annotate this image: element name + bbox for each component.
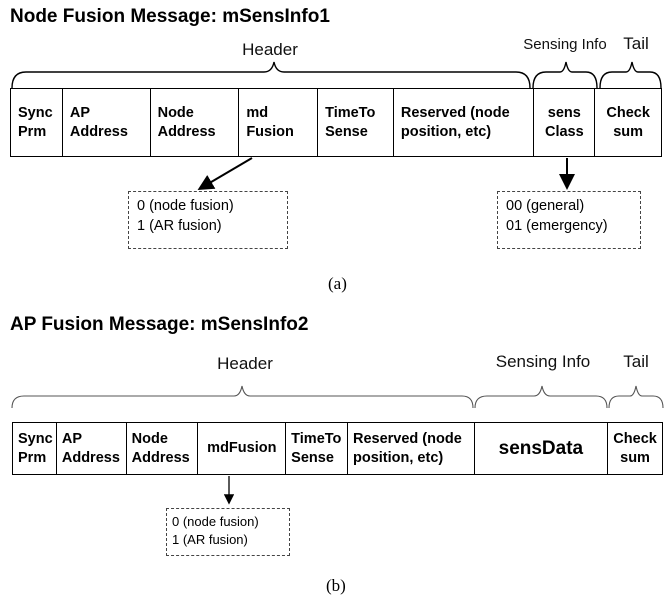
diagram-b-message-fields: Sync Prm AP Address Node Address mdFusio… (12, 422, 663, 475)
diagram-b-field-node-address: Node Address (127, 423, 199, 474)
diagram-a-field-sync-prm: Sync Prm (11, 89, 63, 156)
diagram-a-field-sens-class: sens Class (534, 89, 596, 156)
diagram-b-header-brace (11, 385, 474, 409)
diagram-b-field-md-fusion: mdFusion (198, 423, 287, 474)
diagram-a-field-md-fusion: md Fusion (239, 89, 319, 156)
diagram-a-header-brace (11, 61, 531, 89)
diagram-a-message-fields: Sync Prm AP Address Node Address md Fusi… (10, 88, 662, 157)
diagram-a-field-node-address: Node Address (151, 89, 240, 156)
diagram-a-header-label: Header (242, 40, 298, 59)
diagram-b-sensing-info-label: Sensing Info (495, 352, 591, 371)
diagram-a-field-time-to-sense: TimeTo Sense (318, 89, 394, 156)
diagram-b-tail-brace (608, 385, 664, 409)
diagram-b-field-reserved: Reserved (node position, etc) (348, 423, 475, 474)
diagram-a-sensing-brace (532, 61, 598, 89)
diagram-a-caption: (a) (328, 274, 347, 293)
diagram-b-tail-label: Tail (623, 352, 649, 371)
diagram-b-field-sens-data: sensData (475, 423, 609, 474)
diagram-a-title: Node Fusion Message: mSensInfo1 (10, 6, 330, 27)
diagram-a-sens-class-note: 00 (general) 01 (emergency) (497, 191, 641, 249)
diagram-b-header-label: Header (217, 354, 273, 373)
diagram-b-title: AP Fusion Message: mSensInfo2 (10, 314, 309, 335)
diagram-b-field-ap-address: AP Address (57, 423, 127, 474)
diagram-a-field-reserved: Reserved (node position, etc) (394, 89, 535, 156)
diagram-b-field-sync-prm: Sync Prm (13, 423, 57, 474)
diagram-b-field-checksum: Check sum (613, 431, 657, 466)
diagram-a-md-fusion-arrow (197, 157, 253, 191)
diagram-b-sensing-brace (474, 385, 608, 409)
diagram-a-field-checksum: Check sum (606, 105, 650, 140)
diagram-a-sensing-info-label: Sensing Info (523, 36, 607, 53)
diagram-b-field-time-to-sense: TimeTo Sense (286, 423, 348, 474)
diagram-b-md-fusion-note: 0 (node fusion) 1 (AR fusion) (166, 508, 290, 556)
diagram-a-tail-label: Tail (623, 34, 649, 53)
diagram-a-md-fusion-note: 0 (node fusion) 1 (AR fusion) (128, 191, 288, 249)
diagram-b-caption: (b) (326, 576, 346, 595)
diagram-a-tail-brace (599, 61, 662, 89)
diagram-a-field-ap-address: AP Address (63, 89, 151, 156)
